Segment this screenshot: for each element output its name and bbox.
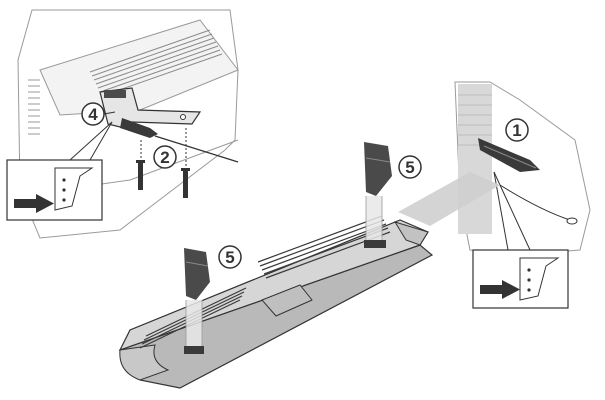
mounting-clip-icon (364, 142, 392, 196)
mounting-clip-left: 5 (184, 245, 242, 354)
step-1-number: 1 (512, 121, 521, 140)
callout-arrow-icon (480, 280, 520, 299)
wall-inset: 1 (454, 81, 591, 309)
clip-guide-right (366, 196, 382, 246)
soundbar-right-end (393, 221, 429, 246)
soundbar-center-panel (261, 284, 313, 317)
tv-vent (89, 29, 223, 97)
step-1-callout: 1 (505, 118, 529, 142)
step-5-number-right: 5 (405, 158, 414, 177)
step-5-callout-left: 5 (218, 245, 242, 269)
wall-cable-end (566, 217, 578, 225)
mounting-direction-beam (398, 172, 500, 226)
callout-arrow-icon (14, 194, 54, 213)
step-5-number-left: 5 (225, 248, 234, 267)
tv-back-panel (39, 19, 239, 116)
tv-side-vent (28, 79, 40, 135)
clip-slot-left (184, 346, 204, 354)
step-5-callout-right: 5 (398, 155, 422, 179)
step-2-number: 2 (160, 148, 169, 167)
bracket-detail-box-right (472, 171, 569, 309)
wall-shade (458, 84, 492, 234)
wall-shade-lines (458, 94, 492, 146)
screw-icon (181, 128, 190, 198)
step-4-number: 4 (88, 105, 98, 124)
wall-cable (499, 184, 571, 221)
tv-back-inset: 4 2 (6, 9, 239, 239)
step-2-callout: 2 (153, 145, 177, 169)
step-4-callout: 4 (81, 102, 116, 126)
mounting-clip-icon (184, 248, 210, 300)
wall-bracket-icon (478, 138, 540, 172)
clip-slot-right (364, 240, 386, 248)
screw-icon (136, 140, 145, 190)
wall-bracket-icon (99, 87, 239, 163)
bracket-detail-box-left (6, 121, 113, 221)
soundbar-left-end (119, 344, 170, 381)
clip-guide-left (186, 300, 202, 352)
mounting-clip-right: 5 (364, 142, 422, 248)
